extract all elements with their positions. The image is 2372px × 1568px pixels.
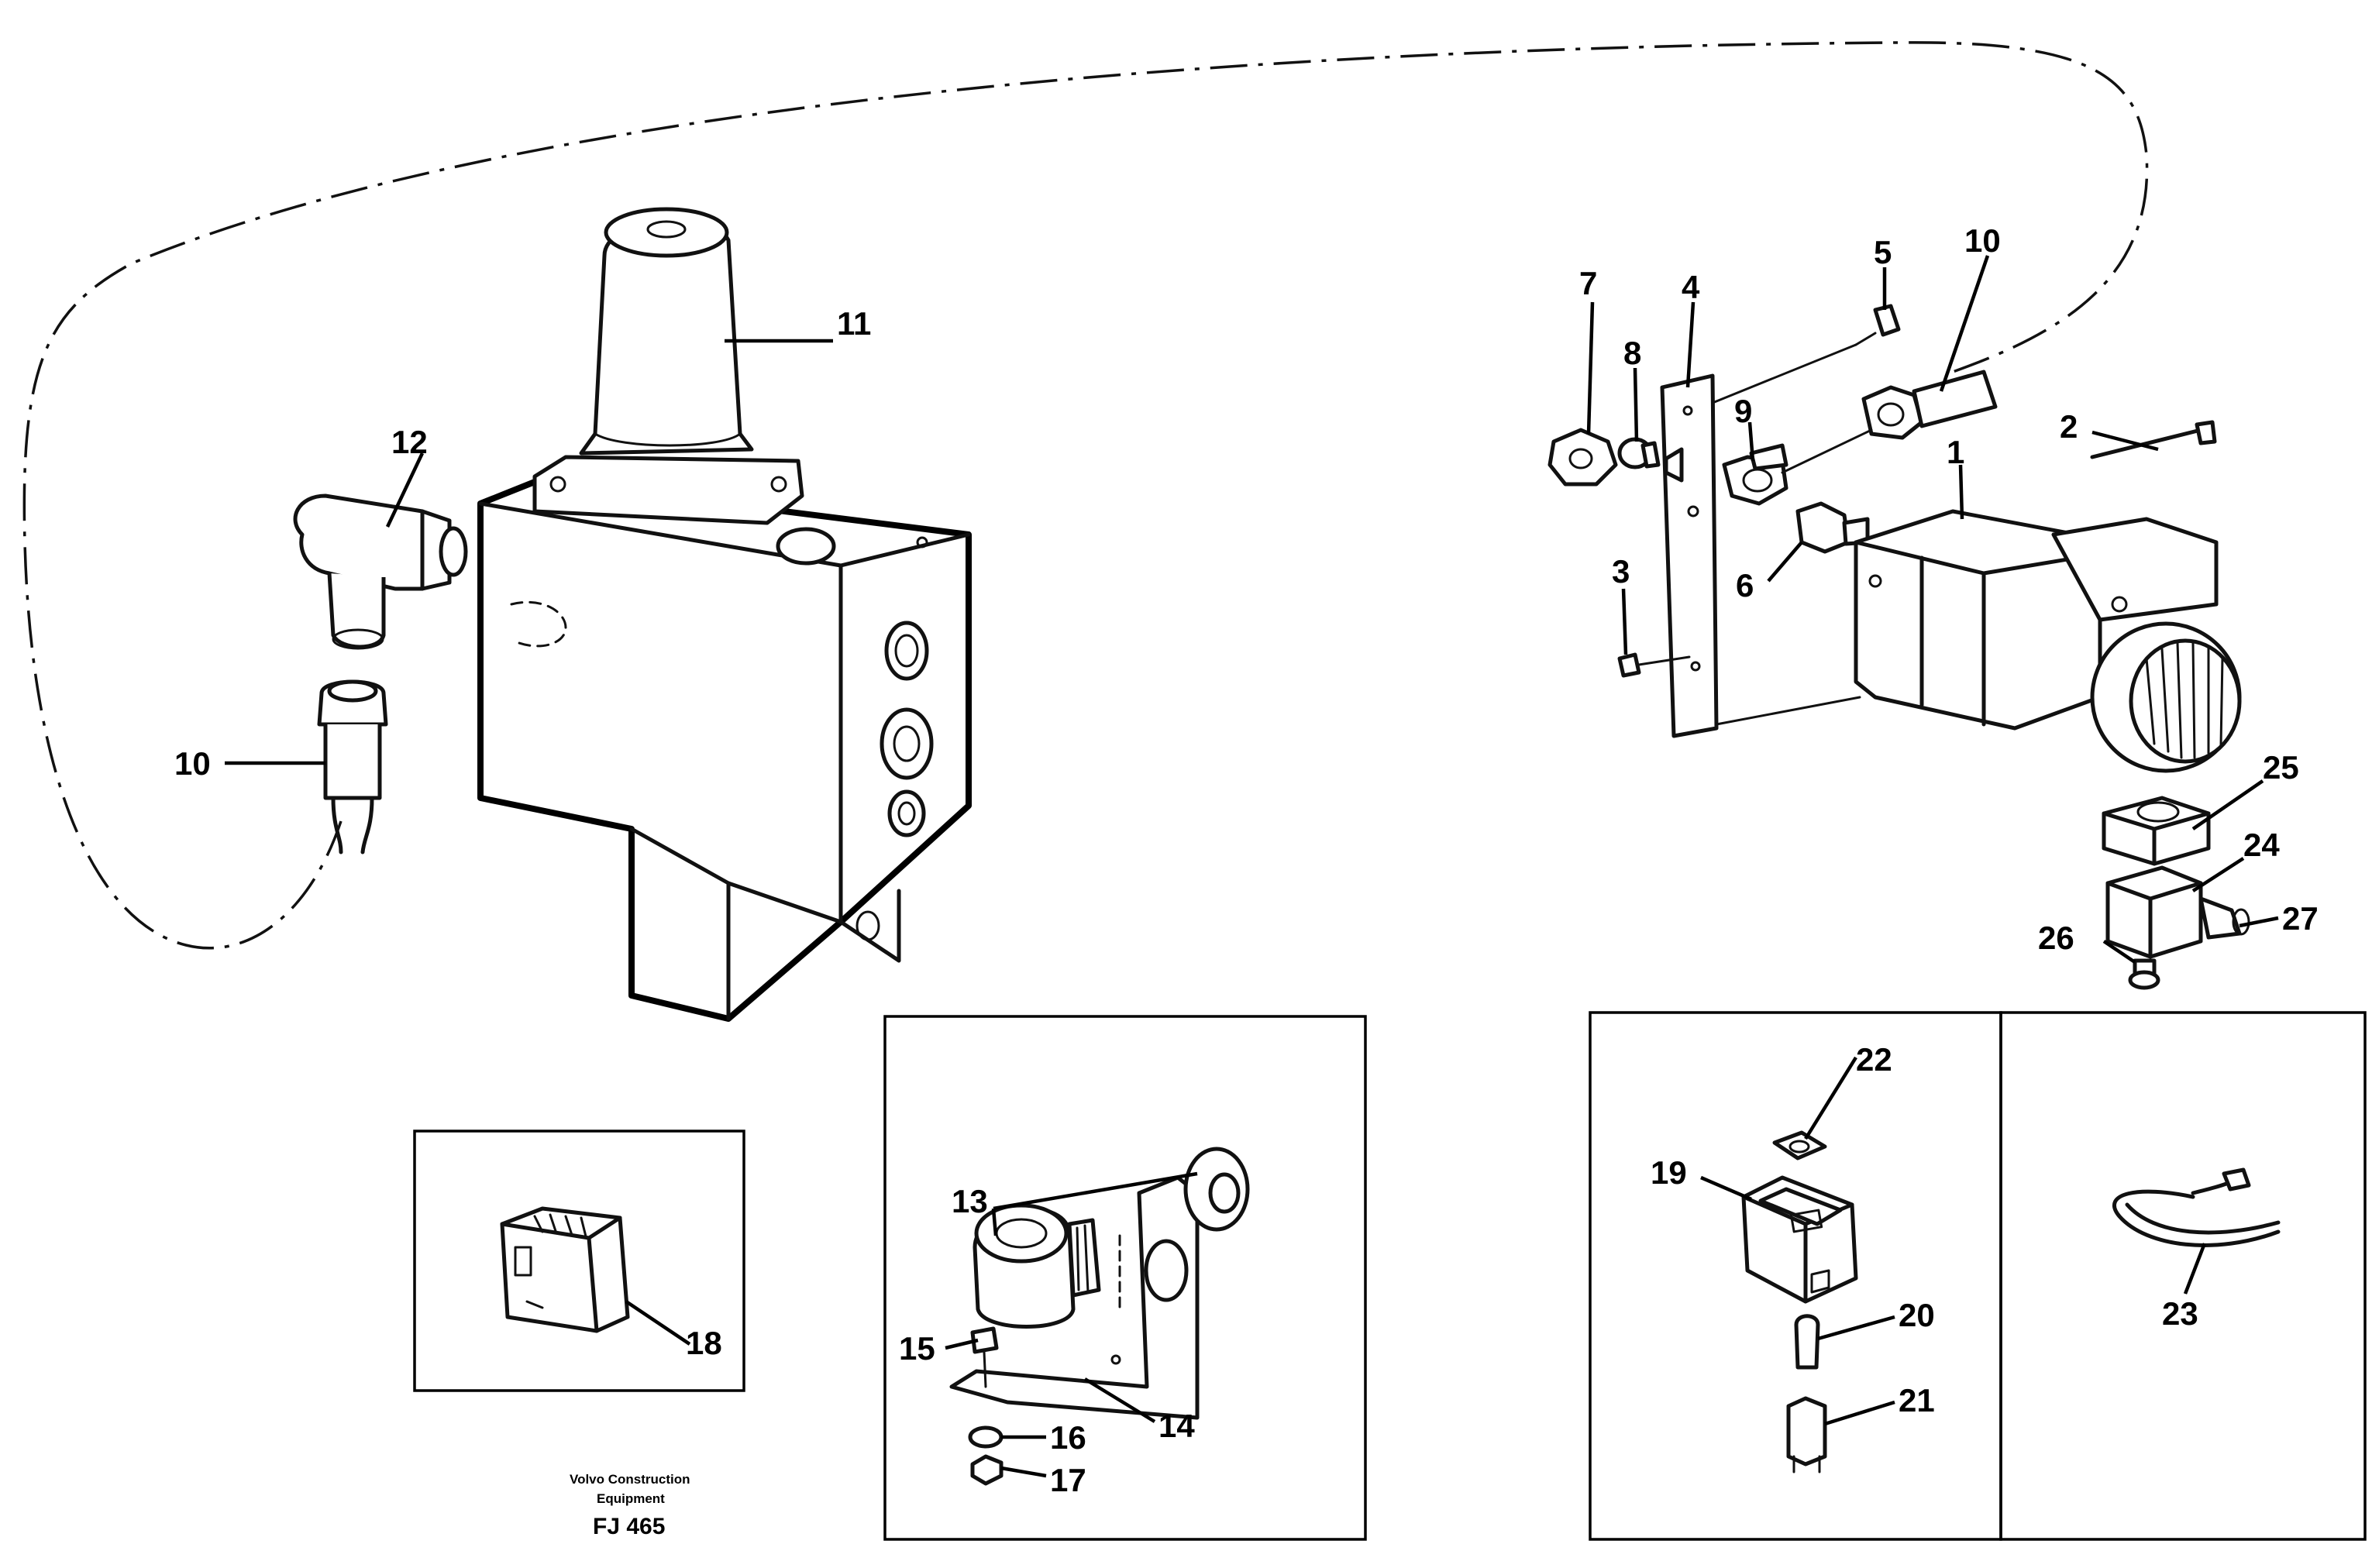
- callout-20: 20: [1899, 1297, 1935, 1333]
- callout-6: 6: [1736, 567, 1754, 603]
- brand-line-2: Equipment: [597, 1491, 665, 1506]
- callout-10-left: 10: [174, 745, 211, 782]
- callout-14: 14: [1158, 1408, 1195, 1444]
- connector-block: [500, 1206, 630, 1333]
- callout-11: 11: [837, 305, 871, 342]
- callout-15: 15: [899, 1330, 935, 1367]
- inset-frame-lamp: [883, 1015, 1367, 1541]
- callout-4: 4: [1682, 269, 1700, 305]
- callout-17: 17: [1050, 1462, 1086, 1498]
- callout-24: 24: [2243, 827, 2280, 863]
- inset-frame-connector: [413, 1130, 745, 1392]
- callout-7: 7: [1579, 265, 1597, 301]
- hose-routing-line: [22, 41, 2149, 950]
- leader-lines: [225, 255, 2279, 1478]
- callout-labels: 11 12 10 7 4 8 9 5 10 2 1 3 6 25 24 27 2…: [174, 222, 2319, 1498]
- valve-assembly: [477, 207, 972, 1022]
- callout-26: 26: [2038, 920, 2074, 956]
- elbow-fitting: [293, 493, 468, 650]
- callout-5: 5: [1874, 234, 1892, 270]
- footer: Volvo Construction Equipment FJ 465: [570, 1472, 690, 1539]
- callout-18: 18: [686, 1325, 722, 1361]
- callout-10-right: 10: [1964, 222, 2001, 259]
- hose-fitting: [317, 679, 388, 854]
- callout-16: 16: [1050, 1419, 1086, 1456]
- callout-23: 23: [2162, 1295, 2198, 1332]
- callout-21: 21: [1899, 1382, 1935, 1418]
- drawing-code: FJ 465: [593, 1514, 665, 1539]
- rocker-switch: [1741, 1130, 1858, 1473]
- callout-27: 27: [2282, 900, 2319, 937]
- cable-tie: [2112, 1167, 2281, 1247]
- callout-25: 25: [2263, 749, 2299, 786]
- callout-12: 12: [391, 424, 428, 460]
- callout-2: 2: [2060, 408, 2078, 445]
- callout-19: 19: [1651, 1154, 1687, 1191]
- callout-13: 13: [952, 1183, 988, 1219]
- callout-22: 22: [1856, 1041, 1892, 1078]
- callout-8: 8: [1623, 335, 1641, 371]
- inset-frame-tie: [1999, 1011, 2367, 1541]
- motor-assembly: [1547, 304, 2250, 990]
- brand-line-1: Volvo Construction: [570, 1472, 690, 1487]
- callout-1: 1: [1947, 434, 1964, 470]
- lamp-holder: [949, 1147, 1250, 1486]
- solenoid-flange: [532, 455, 804, 525]
- callout-3: 3: [1612, 553, 1630, 590]
- mounting-plate: [1660, 373, 1719, 738]
- callout-9: 9: [1734, 393, 1752, 429]
